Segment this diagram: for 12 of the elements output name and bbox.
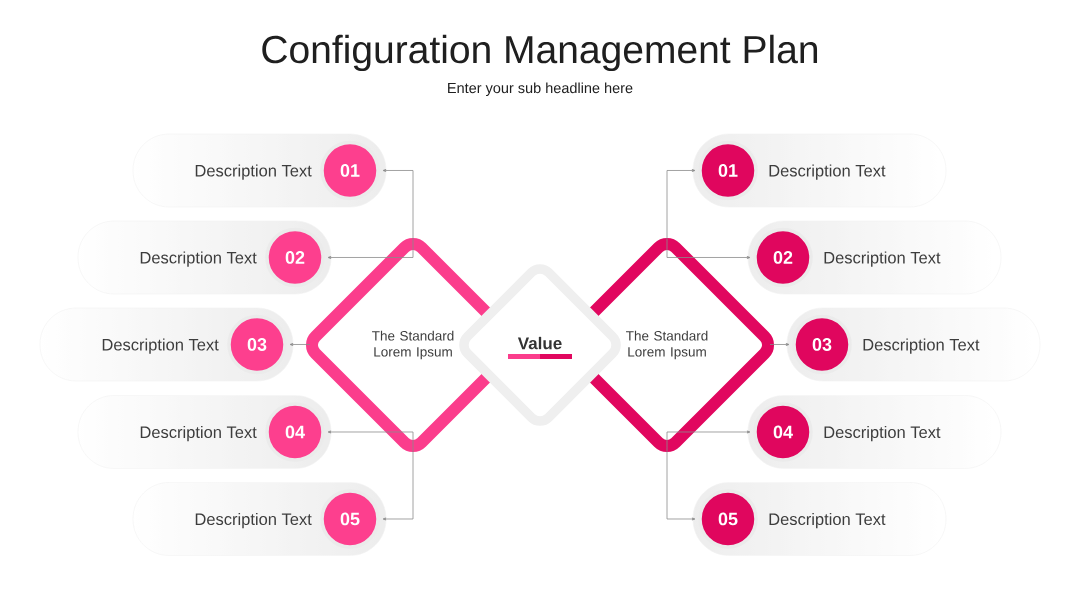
connector-arrow xyxy=(666,169,696,243)
connector-arrow xyxy=(327,430,414,449)
title: Configuration Management Plan xyxy=(262,34,817,72)
subtitle: Enter your sub headline here xyxy=(448,82,633,96)
connector-arrow xyxy=(666,447,696,521)
connector-arrow xyxy=(666,241,751,259)
connector-arrow xyxy=(382,169,414,243)
connector-arrow xyxy=(769,343,790,346)
connector-arrow xyxy=(382,447,414,521)
connector-arrow xyxy=(666,430,751,449)
connector-arrow xyxy=(327,241,414,259)
connector-arrow xyxy=(289,343,311,346)
